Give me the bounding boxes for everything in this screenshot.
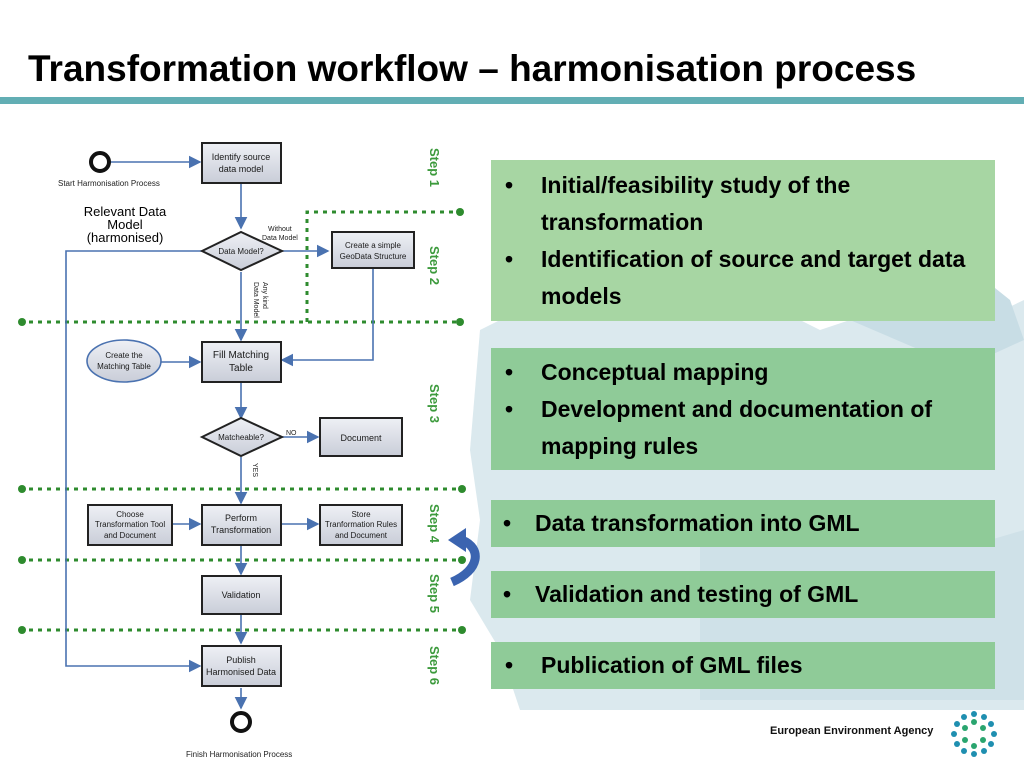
loop-arrow: [450, 535, 480, 587]
start-label: Start Harmonisation Process: [58, 179, 160, 188]
panel-5-item-1: Publication of GML files: [491, 647, 995, 684]
title-rule: [0, 97, 1024, 104]
document-box: [319, 417, 403, 457]
svg-text:and Document: and Document: [104, 531, 157, 540]
step-4-label: Step 4: [427, 504, 442, 544]
svg-text:Store: Store: [351, 510, 371, 519]
svg-text:Without: Without: [268, 226, 292, 233]
panel-step-4: Data transformation into GML: [491, 500, 995, 547]
panel-step-6: Publication of GML files: [491, 642, 995, 689]
divider-step1: [305, 210, 458, 322]
svg-text:Matching Table: Matching Table: [97, 362, 151, 371]
perform-box: [201, 504, 282, 546]
store-rules-box: [319, 504, 403, 546]
start-node: [89, 151, 111, 173]
eea-logo-icon: [951, 711, 997, 757]
svg-text:Tranformation Rules: Tranformation Rules: [325, 520, 397, 529]
identify-box: [201, 142, 282, 184]
svg-text:data model: data model: [219, 164, 264, 174]
choose-tool-box: [87, 504, 173, 546]
svg-text:Data Model: Data Model: [252, 282, 259, 318]
svg-text:Table: Table: [229, 363, 253, 374]
svg-text:Transformation: Transformation: [211, 525, 271, 535]
svg-text:Data Model?: Data Model?: [218, 247, 264, 256]
svg-text:Harmonised Data: Harmonised Data: [206, 667, 276, 677]
svg-text:Matcheable?: Matcheable?: [218, 433, 264, 442]
svg-text:and Document: and Document: [335, 531, 388, 540]
svg-text:Document: Document: [340, 433, 382, 443]
svg-text:Create a simple: Create a simple: [345, 241, 402, 250]
svg-text:GeoData Structure: GeoData Structure: [340, 252, 407, 261]
step-2-label: Step 2: [427, 246, 442, 285]
panel-1-item-1: Initial/feasibility study of the transfo…: [491, 167, 995, 241]
panel-step-1: Initial/feasibility study of the transfo…: [491, 160, 995, 321]
panel-step-5: Validation and testing of GML: [491, 571, 995, 618]
step-5-label: Step 5: [427, 574, 442, 613]
geodata-box: [331, 231, 415, 269]
svg-text:NO: NO: [286, 430, 297, 437]
svg-text:Fill Matching: Fill Matching: [213, 350, 269, 361]
panel-step-3: Conceptual mapping Development and docum…: [491, 348, 995, 470]
panel-2-item-1: Conceptual mapping: [491, 354, 995, 391]
svg-text:Data Model: Data Model: [262, 235, 298, 242]
panel-3-item-1: Data transformation into GML: [491, 505, 995, 542]
svg-text:Transformation Tool: Transformation Tool: [95, 520, 165, 529]
panel-1-item-2: Identification of source and target data…: [491, 241, 995, 315]
panel-4-item-1: Validation and testing of GML: [491, 576, 995, 613]
svg-text:Any kind: Any kind: [261, 282, 268, 309]
step-3-label: Step 3: [427, 384, 442, 423]
svg-text:Validation: Validation: [222, 590, 261, 600]
fill-table-box: [201, 341, 282, 383]
data-model-decision: [199, 230, 285, 272]
validation-box: [201, 575, 282, 615]
svg-text:Publish: Publish: [226, 655, 256, 665]
step-dividers: [20, 210, 460, 632]
workflow-diagram: Step 1 Step 2 Step 3 Step 4 Step 5 Step …: [18, 142, 480, 759]
relevant-model-label: Relevant Data Model (harmonised): [83, 204, 167, 245]
step-1-label: Step 1: [427, 148, 442, 187]
slide-title: Transformation workflow – harmonisation …: [28, 48, 917, 89]
agency-name: European Environment Agency: [770, 725, 934, 737]
svg-text:Identify source: Identify source: [212, 152, 271, 162]
svg-text:Perform: Perform: [225, 513, 257, 523]
svg-text:Create the: Create the: [105, 351, 143, 360]
finish-label: Finish Harmonisation Process: [186, 750, 292, 759]
finish-node: [230, 711, 252, 733]
svg-text:Choose: Choose: [116, 510, 144, 519]
svg-text:YES: YES: [251, 463, 258, 477]
panel-2-item-2: Development and documentation of mapping…: [491, 391, 995, 465]
matcheable-decision: [199, 416, 285, 458]
publish-box: [201, 645, 282, 687]
create-table-ellipse: [86, 339, 162, 383]
step-6-label: Step 6: [427, 646, 442, 685]
